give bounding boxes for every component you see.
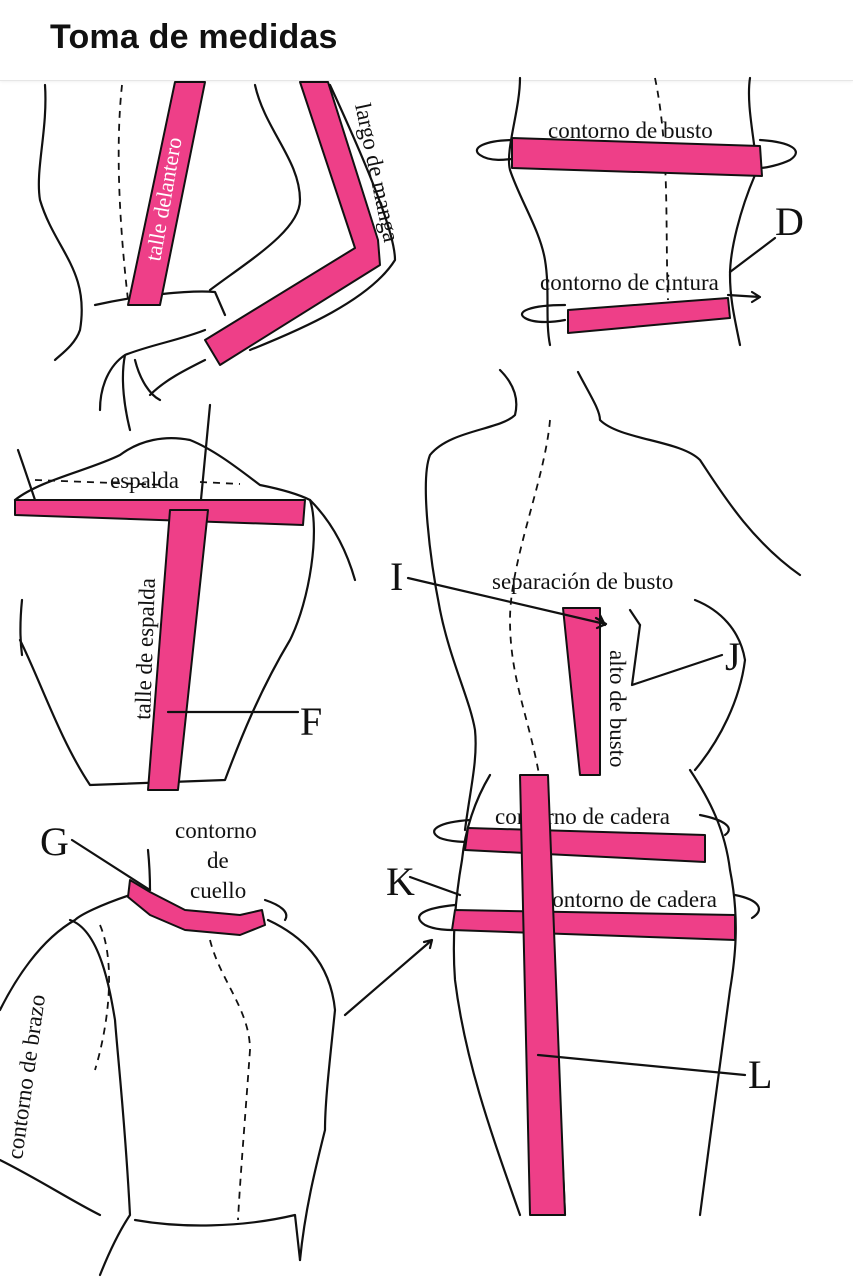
panel-back: espalda talle de espalda F <box>13 403 357 791</box>
back-width-tape <box>14 499 306 526</box>
torso-right-outline <box>576 370 802 772</box>
armhole-line <box>94 924 110 1071</box>
front-center-line <box>117 84 129 301</box>
arm-outer-line <box>208 83 302 292</box>
sleeve-length-tape <box>204 81 381 366</box>
bust-arrow-right <box>758 138 797 170</box>
bust-label: contorno de busto <box>548 118 713 143</box>
title-bar: Toma de medidas <box>0 0 853 81</box>
arm-outline <box>0 918 132 1277</box>
back-right-arm <box>308 498 357 582</box>
waist-back-line <box>133 1213 302 1262</box>
neck-label-line3: cuello <box>190 878 246 903</box>
hip-label-lower: contorno de cadera <box>542 887 717 912</box>
arm-inner-line <box>248 83 397 352</box>
back-shoulder-outline <box>0 893 337 1262</box>
bust-separation-label: separación de busto <box>492 569 673 594</box>
bust-left-outline <box>507 76 552 347</box>
waist-label: contorno de cintura <box>540 270 719 295</box>
back-neck-line <box>198 403 212 512</box>
bust-height-label: alto de busto <box>605 650 630 768</box>
marker-K: K <box>386 859 415 904</box>
marker-K-pointer <box>408 875 462 897</box>
marker-L: L <box>748 1052 772 1097</box>
panel-bust-waist: contorno de busto contorno de cintura D <box>475 76 804 347</box>
neck-tape <box>127 879 266 936</box>
marker-J-pointer <box>630 623 724 687</box>
hip-arrow-upper-right <box>698 813 730 837</box>
panel-side-torso: separación de busto alto de busto I J <box>390 368 802 832</box>
hip-left-outline <box>452 773 522 1217</box>
hip-right-outline <box>688 768 737 1217</box>
back-spine-line <box>209 939 251 1221</box>
bust-tape <box>511 137 763 177</box>
panel-hips: contorno de cadera contorno de cadera K … <box>343 768 772 1217</box>
torso-left-outline <box>424 368 518 832</box>
marker-I: I <box>390 554 403 599</box>
hip-arrow-upper-left <box>433 818 477 844</box>
torso-center-line <box>509 419 551 781</box>
hip-tape-lower <box>451 909 736 941</box>
leg-length-tape <box>519 774 566 1216</box>
hip-side-pointer <box>343 938 434 1017</box>
neck-right-line <box>263 898 288 922</box>
marker-G: G <box>40 819 69 864</box>
back-left-arm <box>16 448 37 657</box>
neck-left-line <box>146 848 152 892</box>
panel-neck-arm: contorno de cuello G contorno de brazo <box>0 818 337 1277</box>
marker-G-pointer <box>70 838 152 892</box>
waist-arrow-left <box>521 303 567 324</box>
hip-tape-upper <box>464 827 706 863</box>
waist-tape <box>567 297 731 334</box>
front-body-outline <box>37 83 83 362</box>
hip-arrow-lower-left <box>418 903 457 932</box>
marker-J: J <box>725 634 741 679</box>
back-length-tape <box>147 509 209 791</box>
panel-front-torso: talle delantero largo de manga <box>37 81 404 432</box>
marker-D-pointer <box>728 236 777 274</box>
bust-height-tape <box>562 607 601 776</box>
neck-label-line2: de <box>207 848 229 873</box>
marker-D: D <box>775 199 804 244</box>
arm-contour-label: contorno de brazo <box>2 993 50 1161</box>
marker-L-pointer <box>536 1053 747 1077</box>
bust-arrow-left <box>475 138 522 161</box>
front-length-tape <box>127 81 206 306</box>
bust-right-outline <box>728 76 758 347</box>
neck-label-line1: contorno <box>175 818 257 843</box>
front-waist-line <box>93 290 227 317</box>
waist-arrow-right <box>726 290 762 304</box>
back-width-label: espalda <box>110 468 179 493</box>
page-title: Toma de medidas <box>50 18 338 56</box>
back-length-label: talle de espalda <box>130 578 160 721</box>
marker-I-pointer <box>406 576 608 630</box>
hip-arrow-lower-right <box>733 893 761 920</box>
hand-outline <box>98 328 207 432</box>
back-shoulder-dash <box>34 479 241 486</box>
marker-F: F <box>300 699 322 744</box>
bust-center-line <box>654 77 669 301</box>
